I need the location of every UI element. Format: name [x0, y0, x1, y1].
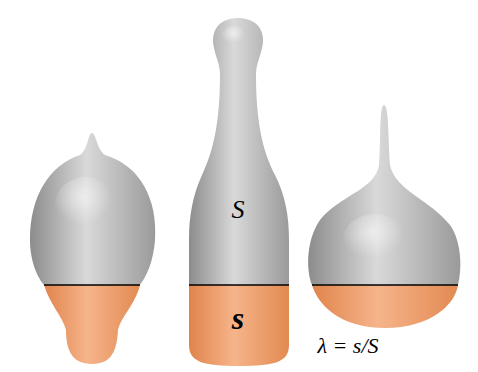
- boundary-line: [189, 284, 289, 285]
- gray-region: [308, 105, 460, 285]
- gray-region: [30, 133, 155, 285]
- area-label: S: [232, 197, 245, 223]
- orange-region: [312, 285, 458, 328]
- area-label: s: [232, 302, 244, 334]
- highlight: [222, 26, 246, 46]
- ratio-formula: λ = s/S: [317, 335, 378, 357]
- highlight: [55, 177, 115, 233]
- boundary-line: [312, 284, 458, 285]
- orange-region: [44, 285, 140, 364]
- boundary-line: [44, 284, 140, 285]
- highlight: [343, 214, 407, 266]
- gray-region: [189, 18, 289, 285]
- orange-region: [189, 285, 289, 366]
